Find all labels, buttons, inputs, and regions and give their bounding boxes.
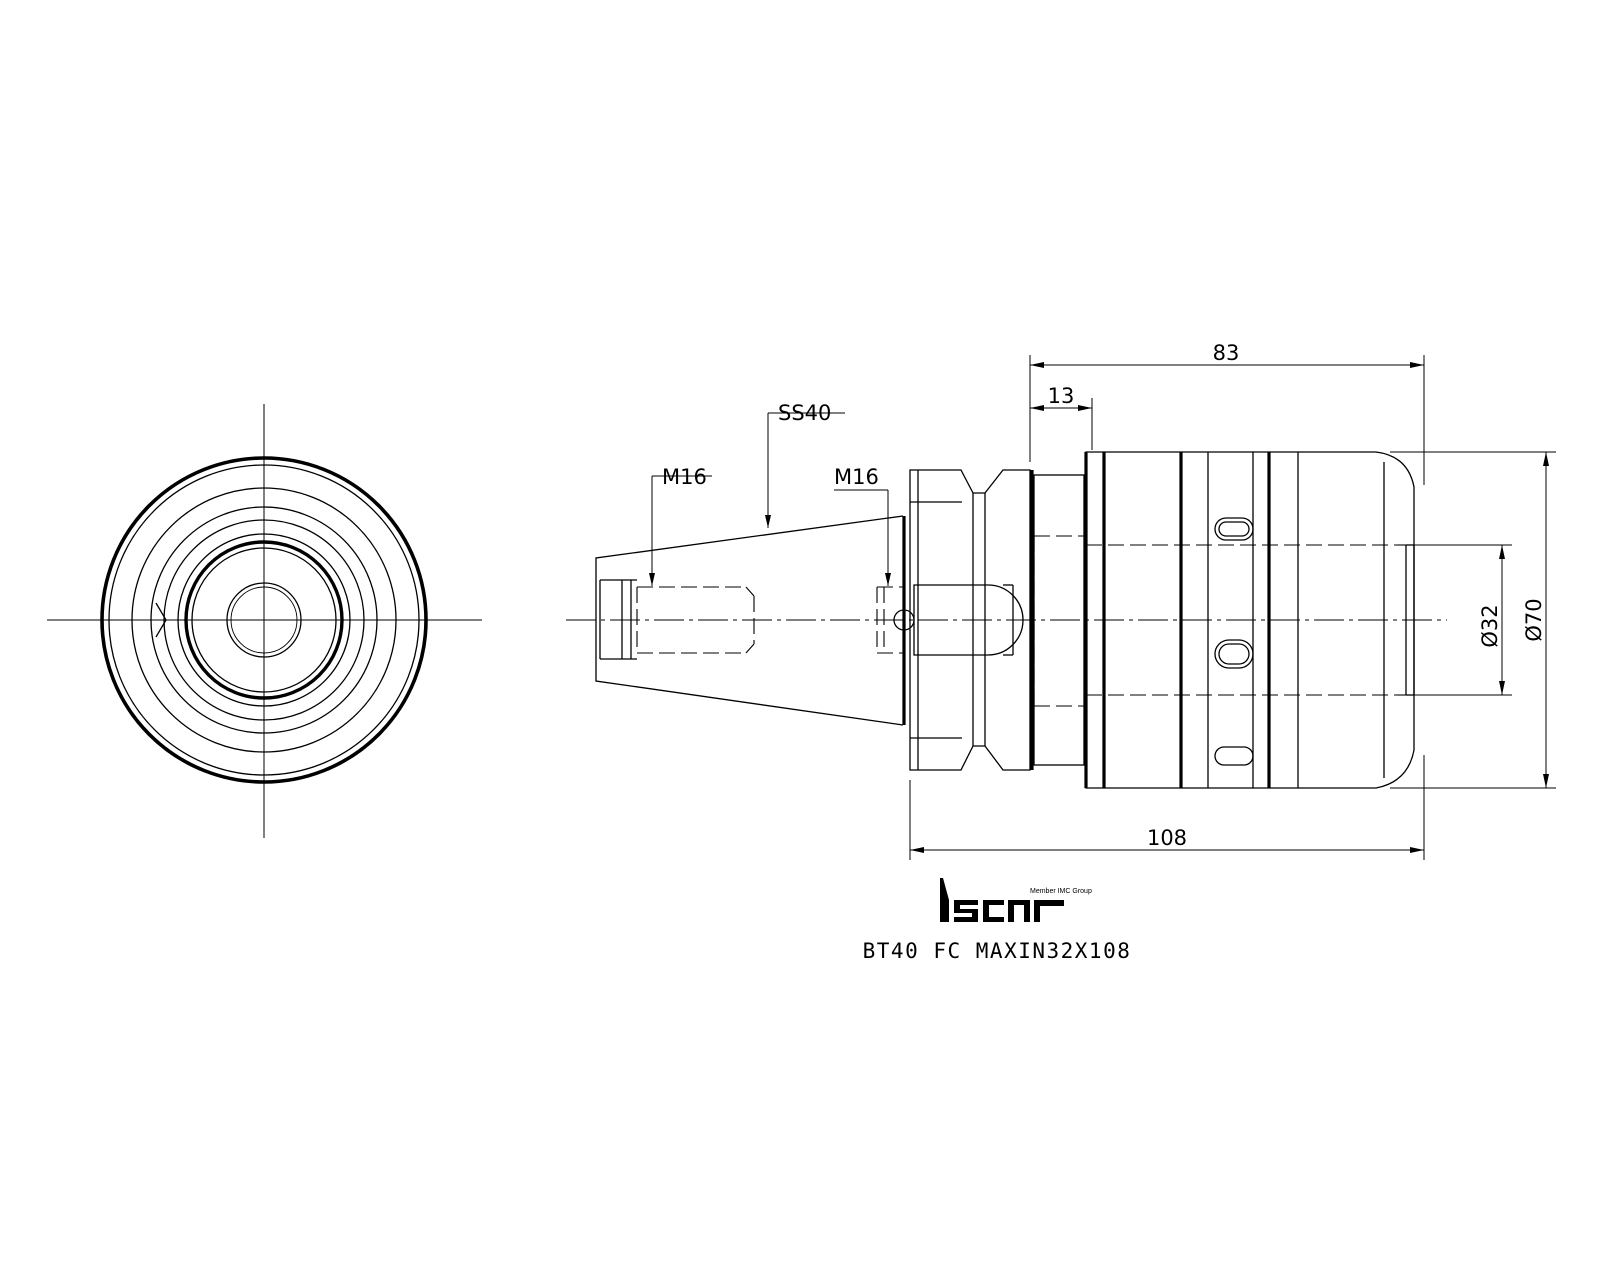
dim70-arrow-bottom — [1543, 774, 1549, 788]
thread-hidden-end-bottom — [745, 643, 755, 654]
dim13-arrow-left — [1030, 405, 1044, 411]
center-hole-circle — [226, 582, 302, 658]
v-groove-outline — [973, 469, 1031, 771]
side-view — [566, 451, 1447, 789]
face-step-circle-2 — [163, 519, 365, 721]
dim-83: 83 — [1213, 341, 1240, 365]
chuck-body-outline — [1085, 451, 1415, 789]
key-notch — [155, 602, 167, 638]
dim32-arrow-top — [1499, 545, 1505, 559]
slot-top — [1214, 517, 1254, 541]
label-m16-left: M16 — [662, 465, 707, 489]
dim70-arrow-top — [1543, 452, 1549, 466]
dim-diameter-70: Ø70 — [1522, 598, 1546, 641]
slot-bottom — [1214, 746, 1254, 766]
dim83-arrow-left — [1030, 362, 1044, 368]
face-circle — [131, 487, 397, 753]
logo-i — [940, 878, 949, 922]
label-m16-right: M16 — [834, 465, 879, 489]
slot-top-inner — [1218, 521, 1250, 537]
flange — [893, 469, 1034, 771]
bore-inner-circle — [191, 547, 337, 693]
dim-diameter-32: Ø32 — [1478, 604, 1502, 647]
dim-108: 108 — [1147, 826, 1187, 850]
coolant-hole — [893, 609, 915, 631]
bore-circle — [184, 540, 344, 700]
taper-shank — [595, 515, 906, 726]
collar — [1033, 474, 1085, 766]
drawbar-outline — [913, 584, 1024, 656]
logo-s — [954, 900, 978, 922]
rim-inner-circle — [108, 464, 420, 776]
dimensions: 83 13 108 Ø32 Ø70 — [909, 341, 1556, 860]
dim108-arrow-left — [910, 847, 924, 853]
ss40-arrow — [765, 515, 771, 528]
dim83-arrow-right — [1410, 362, 1424, 368]
center-hole-inner-circle — [230, 586, 298, 654]
slot-middle — [1214, 639, 1254, 669]
logo-r — [1034, 900, 1064, 922]
dim32-arrow-bottom — [1499, 681, 1505, 695]
face-step-circle — [150, 506, 378, 734]
label-ss40: SS40 — [778, 401, 831, 425]
callouts: SS40 M16 M16 — [649, 401, 891, 586]
part-number: BT40 FC MAXIN32X108 — [863, 939, 1132, 963]
slot-middle-inner — [1218, 643, 1250, 665]
front-view — [47, 404, 482, 838]
m16-right-arrow — [885, 573, 891, 586]
iscar-logo: Member IMC Group iscar — [940, 878, 1092, 922]
dim13-arrow-right — [1078, 405, 1092, 411]
logo-a — [1008, 900, 1030, 922]
outer-rim-circle — [100, 456, 428, 784]
thread-hidden-end-top — [745, 586, 755, 597]
logo-c — [983, 900, 1004, 922]
taper-outline — [595, 515, 904, 726]
dim-13: 13 — [1048, 384, 1075, 408]
dim108-arrow-right — [1410, 847, 1424, 853]
chuck-body — [1084, 451, 1415, 789]
collar-outline — [1033, 474, 1085, 766]
bore-chamfer-circle — [177, 533, 351, 707]
logo-tagline: Member IMC Group — [1030, 888, 1092, 895]
m16-left-arrow — [649, 573, 655, 586]
logo-wordmark: iscar — [940, 878, 1064, 922]
